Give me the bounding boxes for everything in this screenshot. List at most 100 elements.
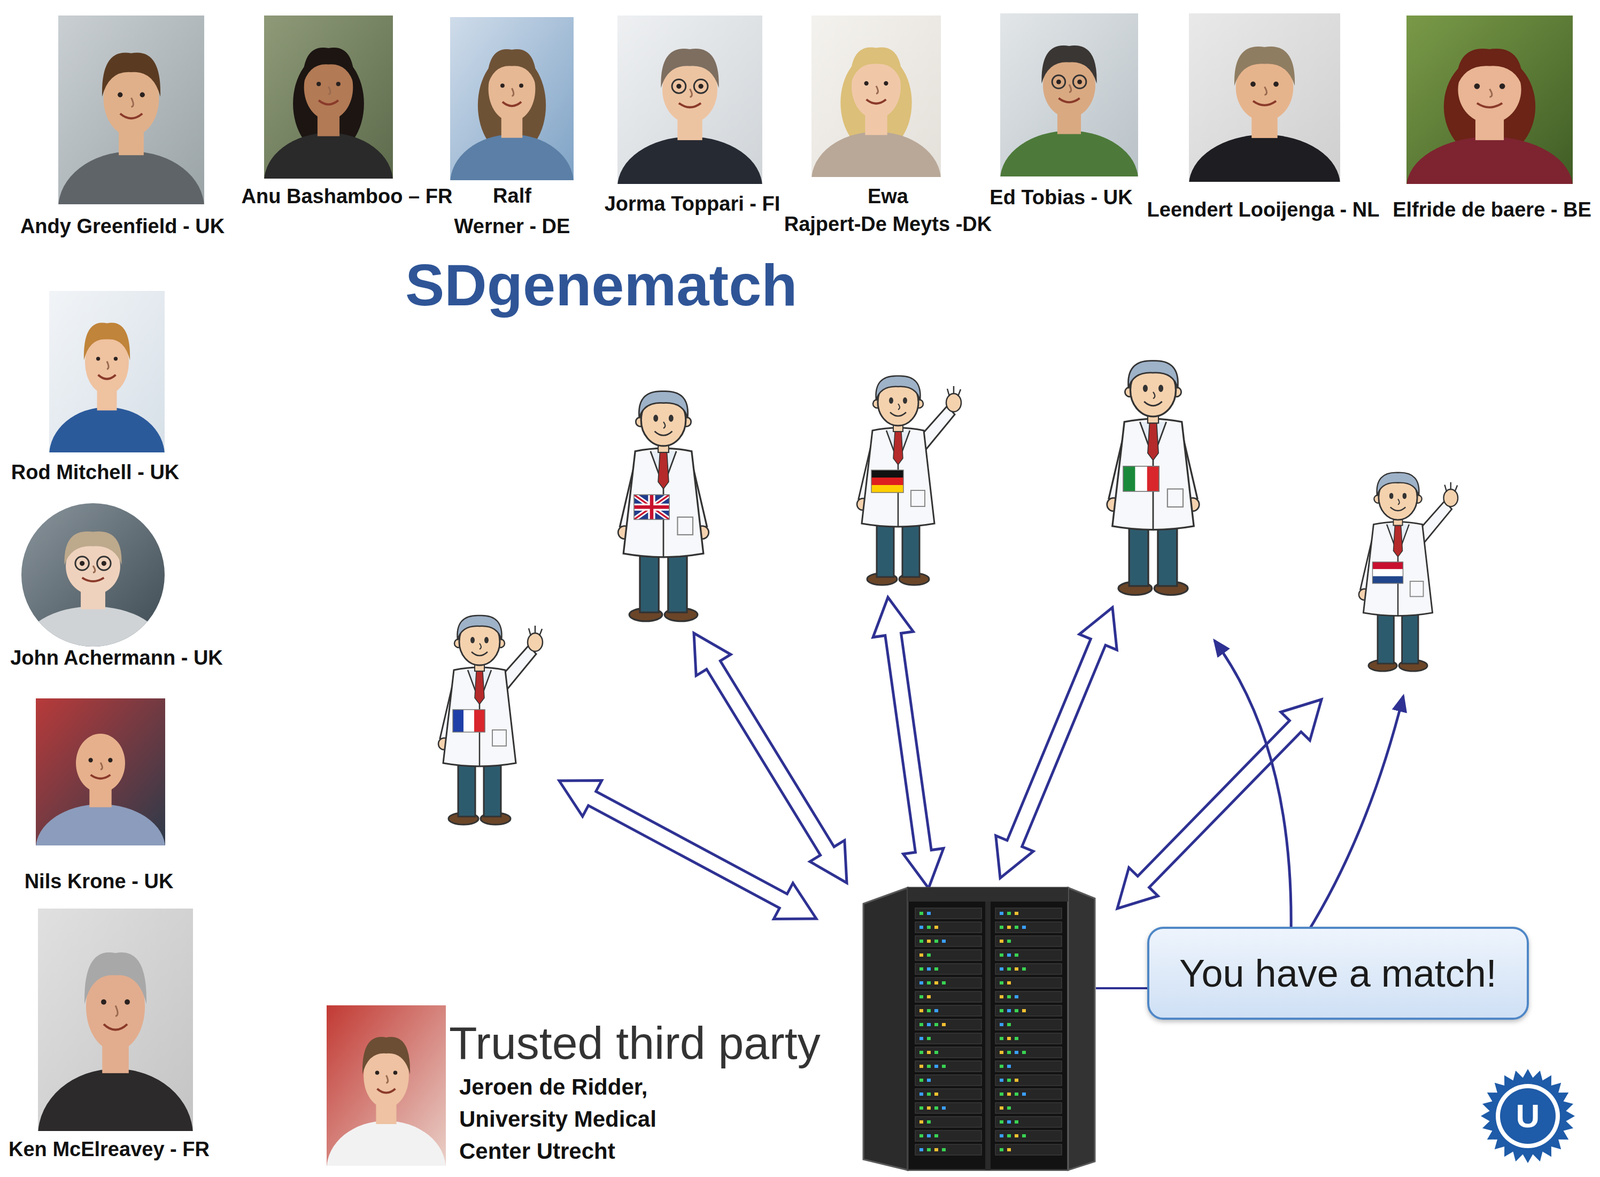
- label-box: U: [1516, 1099, 1541, 1133]
- status-led: [926, 1106, 931, 1110]
- status-led: [1007, 1078, 1011, 1082]
- label-box: Trusted third party: [449, 1016, 821, 1070]
- nose: [100, 762, 103, 770]
- eye: [1158, 384, 1164, 392]
- rack-unit: [915, 1116, 982, 1127]
- person-name: Nils Krone - UK: [24, 869, 174, 894]
- eye: [698, 83, 703, 89]
- rack-unit: [995, 1144, 1062, 1155]
- status-led: [999, 1147, 1004, 1151]
- lab-coat: [1112, 418, 1194, 530]
- flag: [871, 469, 904, 493]
- rack-unit: [995, 949, 1062, 961]
- label-box: Jeroen de Ridder, University Medical Cen…: [459, 1070, 679, 1167]
- hand: [527, 632, 543, 652]
- person-name: Ralf Werner - DE: [447, 180, 577, 242]
- lab-coat: [861, 427, 935, 527]
- status-led: [926, 1092, 931, 1096]
- open-door: [1068, 887, 1095, 1170]
- rack-unit: [995, 991, 1062, 1002]
- status-led: [941, 939, 946, 943]
- hair: [362, 1036, 411, 1074]
- eye: [88, 757, 93, 762]
- rack-unit: [995, 1116, 1062, 1127]
- flag-stripe: [463, 709, 475, 732]
- flag-stripe: [452, 709, 465, 732]
- status-led: [1014, 1133, 1019, 1138]
- hair: [1041, 45, 1097, 84]
- flag-saltire: [634, 494, 670, 520]
- shoulders: [1000, 130, 1139, 177]
- fingers: [947, 385, 961, 397]
- nose: [690, 88, 693, 97]
- rack-unit: [995, 977, 1062, 988]
- doctor-figure: [1107, 360, 1200, 595]
- server-rack: [863, 887, 1095, 1170]
- eye: [1499, 83, 1506, 90]
- rack-unit: [995, 1060, 1062, 1072]
- status-led: [1007, 953, 1011, 957]
- portrait-photo: [1000, 13, 1139, 177]
- shoulders: [450, 134, 574, 181]
- eye: [375, 1070, 380, 1075]
- pocket: [492, 729, 507, 746]
- status-led: [1007, 1119, 1011, 1124]
- status-led: [934, 1064, 939, 1068]
- smile: [654, 430, 673, 436]
- shoulders: [1406, 136, 1573, 184]
- sleeve: [503, 645, 537, 691]
- smile: [866, 99, 887, 104]
- smile: [890, 412, 907, 416]
- pocket: [910, 490, 925, 507]
- status-led: [1014, 994, 1019, 999]
- smile: [103, 1023, 128, 1030]
- smile: [318, 100, 339, 105]
- status-led: [926, 939, 931, 943]
- label-box: Nils Krone - UK: [24, 869, 174, 894]
- union-flag: [634, 494, 670, 520]
- wrap-spacer: [560, 180, 577, 202]
- flag-field: [634, 494, 670, 520]
- rack-unit: [915, 1130, 982, 1141]
- portrait-photo: [617, 15, 763, 184]
- status-led: [999, 1106, 1004, 1110]
- label-box: Ewa Rajpert-De Meyts -DK: [775, 182, 1001, 238]
- affiliation-text: Jeroen de Ridder, University Medical Cen…: [459, 1070, 679, 1167]
- status-led: [934, 939, 939, 943]
- eye: [484, 636, 489, 644]
- wrap-spacer: [775, 182, 843, 203]
- status-led: [941, 980, 946, 985]
- status-led: [1007, 1064, 1011, 1068]
- face: [75, 733, 126, 793]
- nose: [1264, 86, 1267, 95]
- eye: [889, 397, 894, 404]
- eye: [1077, 79, 1082, 85]
- status-led: [941, 1106, 946, 1110]
- match-arrow: [1307, 696, 1404, 933]
- hair: [83, 322, 130, 360]
- hair: [84, 952, 147, 1004]
- status-led: [919, 1022, 924, 1026]
- flag-border: [871, 469, 904, 493]
- rack-unit: [995, 1005, 1062, 1016]
- smile: [1144, 401, 1163, 406]
- hair: [1234, 46, 1295, 86]
- status-led: [999, 980, 1004, 985]
- status-led: [999, 1092, 1004, 1096]
- rack-unit: [915, 1074, 982, 1086]
- rack-unit: [995, 1130, 1062, 1141]
- status-led: [1014, 911, 1019, 915]
- status-led: [926, 1064, 931, 1068]
- nose: [106, 361, 109, 369]
- status-led: [1022, 967, 1026, 971]
- status-led: [941, 1064, 946, 1068]
- status-led: [934, 967, 939, 971]
- flag-stripe: [1147, 466, 1160, 492]
- status-led: [1007, 925, 1011, 929]
- status-led: [926, 925, 931, 929]
- logo-letter: U: [1516, 1099, 1541, 1133]
- fingers: [1444, 482, 1458, 492]
- match-arrow: [1214, 640, 1292, 933]
- flag-stripe: [871, 484, 904, 493]
- hair: [1377, 472, 1420, 497]
